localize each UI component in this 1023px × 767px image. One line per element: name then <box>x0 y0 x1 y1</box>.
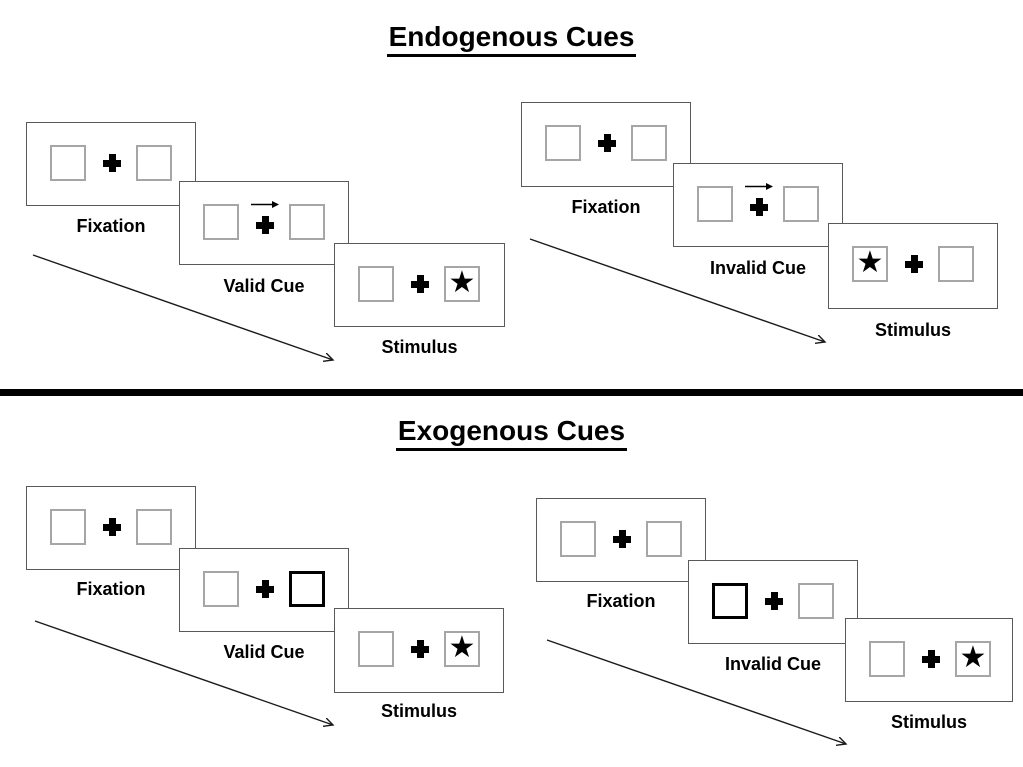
section-divider-line <box>0 389 1023 396</box>
panel-valid-cue <box>179 181 349 265</box>
left-box <box>358 266 394 302</box>
star-icon: ★ <box>959 639 987 675</box>
sequence-arrow-icon <box>34 620 345 734</box>
right-box <box>783 186 819 222</box>
panel-label: Stimulus <box>890 712 967 732</box>
panel-label: Fixation <box>76 579 146 599</box>
fixation-cross-icon <box>922 650 940 668</box>
left-box <box>50 509 86 545</box>
left-box-highlighted <box>712 583 748 619</box>
sequence-arrow-icon <box>32 254 343 368</box>
left-box <box>203 204 239 240</box>
sequence-arrow-icon <box>546 639 857 753</box>
star-icon: ★ <box>448 629 476 665</box>
left-box <box>358 631 394 667</box>
right-box <box>646 521 682 557</box>
left-box <box>203 571 239 607</box>
panel-fixation <box>536 498 706 582</box>
right-box <box>289 204 325 240</box>
section-title-exogenous: Exogenous Cues <box>395 416 628 451</box>
section-header-exogenous: Exogenous Cues <box>10 416 1013 451</box>
panel-fixation <box>26 486 196 570</box>
panel-label: Fixation <box>586 591 656 611</box>
panel-fixation <box>26 122 196 206</box>
right-box <box>631 125 667 161</box>
left-box: ★ <box>852 246 888 282</box>
left-box <box>697 186 733 222</box>
right-box <box>798 583 834 619</box>
left-box <box>50 145 86 181</box>
panel-invalid-cue <box>673 163 843 247</box>
fixation-cross-icon <box>750 198 768 216</box>
right-box: ★ <box>955 641 991 677</box>
panel-label: Fixation <box>571 197 641 217</box>
right-box: ★ <box>444 266 480 302</box>
panel-valid-cue <box>179 548 349 632</box>
left-box <box>560 521 596 557</box>
fixation-cross-icon <box>103 518 121 536</box>
panel-label: Invalid Cue <box>724 654 822 674</box>
left-box <box>869 641 905 677</box>
panel-stimulus: ★ <box>334 608 504 693</box>
cue-arrow-right-icon <box>251 201 279 208</box>
cue-arrow-right-icon <box>745 183 773 190</box>
fixation-cross-icon <box>411 640 429 658</box>
section-title-endogenous: Endogenous Cues <box>386 22 637 57</box>
panel-label: Valid Cue <box>223 642 305 662</box>
panel-invalid-cue <box>688 560 858 644</box>
right-box <box>938 246 974 282</box>
fixation-cross-icon <box>256 580 274 598</box>
panel-stimulus: ★ <box>845 618 1013 702</box>
panel-label: Fixation <box>76 216 146 236</box>
right-box: ★ <box>444 631 480 667</box>
panel-label: Stimulus <box>380 701 457 721</box>
panel-label: Stimulus <box>381 337 458 357</box>
panel-fixation <box>521 102 691 187</box>
right-box-highlighted <box>289 571 325 607</box>
panel-label: Invalid Cue <box>709 258 807 278</box>
left-box <box>545 125 581 161</box>
panel-stimulus: ★ <box>828 223 998 309</box>
panel-label: Valid Cue <box>223 276 305 296</box>
right-box <box>136 145 172 181</box>
fixation-cross-icon <box>256 216 274 234</box>
panel-label: Stimulus <box>874 320 951 340</box>
panel-stimulus: ★ <box>334 243 505 327</box>
fixation-cross-icon <box>905 255 923 273</box>
fixation-cross-icon <box>613 530 631 548</box>
right-box <box>136 509 172 545</box>
star-icon: ★ <box>448 264 476 300</box>
star-icon: ★ <box>856 244 884 280</box>
sequence-arrow-icon <box>529 238 835 350</box>
fixation-cross-icon <box>598 134 616 152</box>
fixation-cross-icon <box>411 275 429 293</box>
fixation-cross-icon <box>765 592 783 610</box>
fixation-cross-icon <box>103 154 121 172</box>
section-header-endogenous: Endogenous Cues <box>10 22 1013 57</box>
